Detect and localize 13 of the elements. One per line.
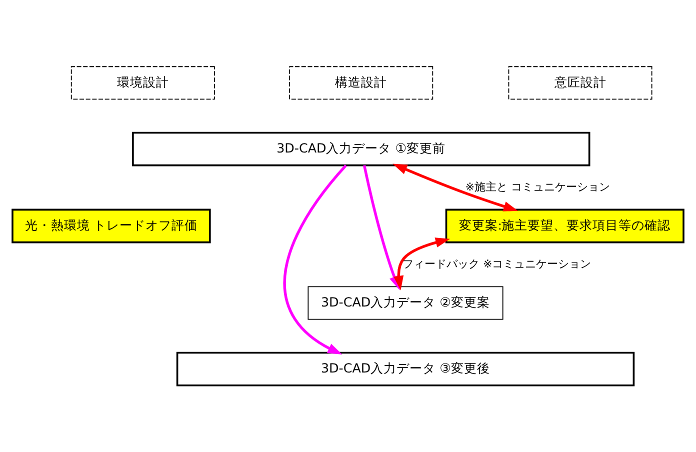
arrow	[283, 164, 347, 354]
arrow	[394, 238, 450, 290]
node-box: 3D-CAD入力データ ①変更前	[132, 132, 590, 166]
node-box: 3D-CAD入力データ ②変更案	[308, 286, 504, 320]
node-box: 光・熱環境 トレードオフ評価	[12, 208, 211, 244]
node-box: 3D-CAD入力データ ③変更後	[176, 352, 635, 386]
arrow	[392, 164, 518, 212]
node-box: 意匠設計	[508, 66, 652, 100]
node-box: 環境設計	[70, 66, 215, 100]
node-box: 変更案:施主要望、要求項目等の確認	[445, 208, 684, 244]
edge-label: ※施主と コミュニケーション	[465, 180, 610, 194]
edge-label: フィードバック ※コミュニケーション	[402, 257, 592, 270]
node-box: 構造設計	[289, 66, 434, 100]
